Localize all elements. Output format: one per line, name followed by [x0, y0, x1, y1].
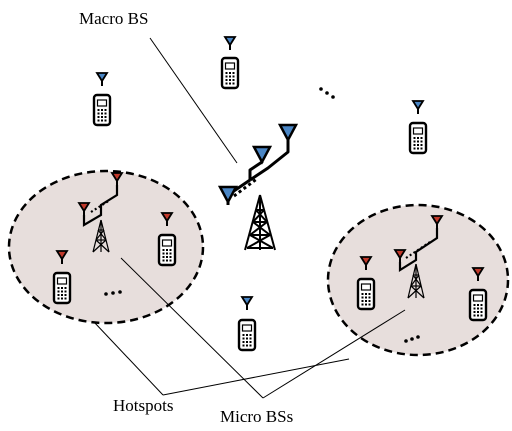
macro-bs-icon: [218, 123, 298, 251]
macro-bs-label: Macro BS: [79, 9, 148, 28]
macro-bs-callout-line: [149, 37, 238, 164]
mobile-phone-icon: [408, 100, 428, 155]
hotspots-label: Hotspots: [113, 396, 173, 415]
mobile-phone-icon: [92, 72, 112, 127]
hotspots-callout-line-left: [93, 321, 164, 396]
ellipsis-icon: [404, 335, 420, 343]
hotspot-right: [326, 203, 510, 357]
mobile-phone-icon: [220, 36, 240, 90]
hotspots-callout-line-right: [162, 358, 350, 396]
ellipsis-icon: [319, 87, 335, 99]
callout-lines: [93, 37, 406, 399]
mobile-phone-icon: [237, 296, 257, 352]
ellipsis-icon: [104, 290, 122, 296]
micro-bs-right-icon: [394, 215, 443, 299]
micro-bs-left-icon: [78, 172, 123, 253]
micro-bss-callout-line-left: [120, 257, 264, 399]
micro-bss-label: Micro BSs: [220, 407, 293, 426]
micro-bss-callout-line-right: [262, 309, 406, 399]
